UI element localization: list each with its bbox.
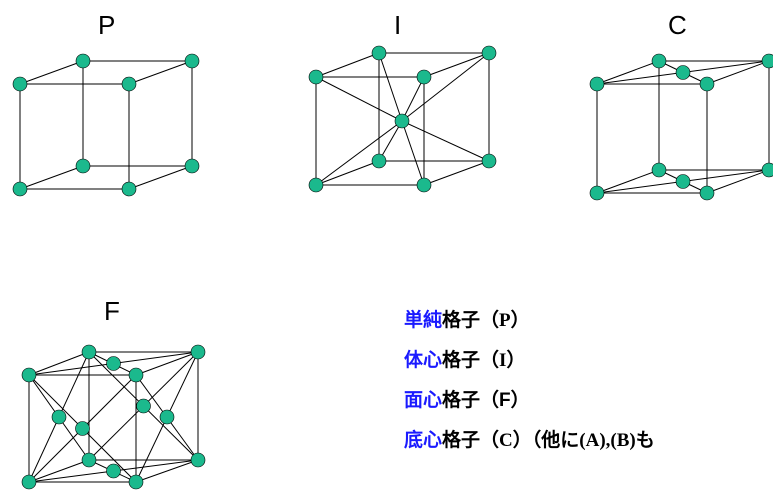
- primitive-atom: [121, 181, 137, 197]
- primitive-cell-edge: [19, 60, 84, 85]
- legend-key: 体心: [404, 349, 443, 371]
- body-centered-corner-atom: [371, 45, 387, 61]
- base-centered-corner-atom: [699, 185, 715, 201]
- face-centered-atom: [106, 463, 121, 479]
- body-diagonal: [378, 120, 403, 162]
- face-centered-corner-atom: [190, 344, 206, 360]
- legend-tail: ）（他に(A),(B)も: [512, 430, 655, 451]
- legend-key: 面心: [404, 389, 443, 411]
- face-centered-atom: [136, 398, 151, 414]
- lattice-label-p: P: [98, 10, 116, 40]
- body-centered-cell-edge: [315, 52, 380, 78]
- legend-rest: 格子（: [442, 389, 500, 411]
- primitive-atom: [12, 181, 28, 197]
- body-diagonal: [401, 76, 425, 122]
- legend-key: 底心: [404, 429, 443, 451]
- base-centered-corner-atom: [651, 162, 667, 178]
- base-centered-cell-edge: [706, 60, 770, 85]
- legend-row-base-centered: 底心格子（C）（他に(A),(B)も: [404, 425, 655, 452]
- face-centered-corner-atom: [190, 452, 206, 468]
- base-centered-corner-atom: [651, 53, 667, 69]
- body-centered-corner-atom: [481, 45, 497, 61]
- face-centered-atom: [75, 421, 90, 436]
- legend-symbol: I: [499, 350, 507, 371]
- primitive-atom: [75, 158, 91, 174]
- body-centered-corner-atom: [416, 177, 432, 193]
- primitive-cell-edge: [128, 165, 193, 190]
- primitive-atom: [184, 158, 200, 174]
- base-centered-cell-edge: [706, 169, 770, 194]
- lattice-label-i: I: [394, 10, 402, 40]
- legend-rest: 格子（: [442, 429, 500, 451]
- body-diagonal: [378, 52, 403, 122]
- face-centered-cell-edge: [135, 351, 199, 376]
- body-centered-cell-edge: [315, 160, 380, 186]
- face-centered-corner-atom: [128, 367, 144, 383]
- body-centered-corner-atom: [308, 69, 324, 85]
- body-centered-cell-edge: [423, 52, 490, 78]
- legend-symbol: P: [499, 310, 511, 331]
- primitive-atom: [121, 76, 137, 92]
- lattice-label-c: C: [668, 10, 687, 40]
- body-centered-atom: [394, 113, 410, 129]
- primitive-atom: [75, 53, 91, 69]
- body-centered-corner-atom: [308, 177, 324, 193]
- face-centered-atom: [51, 409, 67, 425]
- face-centered-cell-edge: [135, 459, 199, 483]
- lattice-label-f: F: [104, 296, 120, 326]
- primitive-cell-edge: [19, 165, 84, 190]
- legend-symbol: F: [499, 390, 511, 411]
- legend-row-primitive: 単純格子（P）: [404, 305, 530, 332]
- body-diagonal: [401, 52, 490, 122]
- base-centered-corner-atom: [699, 76, 715, 92]
- base-centered-corner-atom: [761, 162, 773, 178]
- base-centered-corner-atom: [589, 76, 605, 92]
- body-diagonal: [315, 120, 403, 186]
- legend-tail: ）: [506, 349, 526, 371]
- legend-rest: 格子（: [442, 309, 500, 331]
- legend-rest: 格子（: [442, 349, 500, 371]
- legend-tail: ）: [510, 309, 530, 331]
- face-centered-corner-atom: [81, 344, 97, 360]
- legend-row-face-centered: 面心格子（F）: [404, 385, 530, 412]
- base-centered-cell-edge: [596, 169, 660, 194]
- face-centered-atom: [106, 356, 121, 371]
- base-centered-atom: [675, 174, 691, 189]
- face-centered-atom: [159, 409, 175, 425]
- face-centered-corner-atom: [21, 474, 37, 490]
- primitive-cell-edge: [128, 60, 193, 85]
- face-centered-cell-edge: [28, 459, 90, 483]
- primitive-atom: [12, 76, 28, 92]
- legend-symbol: C: [499, 430, 513, 451]
- body-centered-corner-atom: [481, 153, 497, 169]
- base-centered-corner-atom: [761, 53, 773, 69]
- legend-row-body-centered: 体心格子（I）: [404, 345, 525, 372]
- body-centered-corner-atom: [416, 69, 432, 85]
- base-centered-cell-edge: [596, 60, 660, 85]
- body-centered-corner-atom: [371, 153, 387, 169]
- face-centered-corner-atom: [81, 452, 97, 468]
- face-centered-corner-atom: [21, 367, 37, 383]
- legend-key: 単純: [404, 309, 443, 331]
- body-diagonal: [315, 76, 403, 122]
- base-centered-corner-atom: [589, 185, 605, 201]
- body-diagonal: [401, 120, 425, 186]
- legend-tail: ）: [510, 389, 530, 411]
- base-centered-atom: [675, 65, 691, 80]
- face-centered-cell-edge: [28, 351, 90, 376]
- face-centered-corner-atom: [128, 474, 144, 490]
- primitive-atom: [184, 53, 200, 69]
- body-diagonal: [401, 120, 490, 162]
- body-centered-cell-edge: [423, 160, 490, 186]
